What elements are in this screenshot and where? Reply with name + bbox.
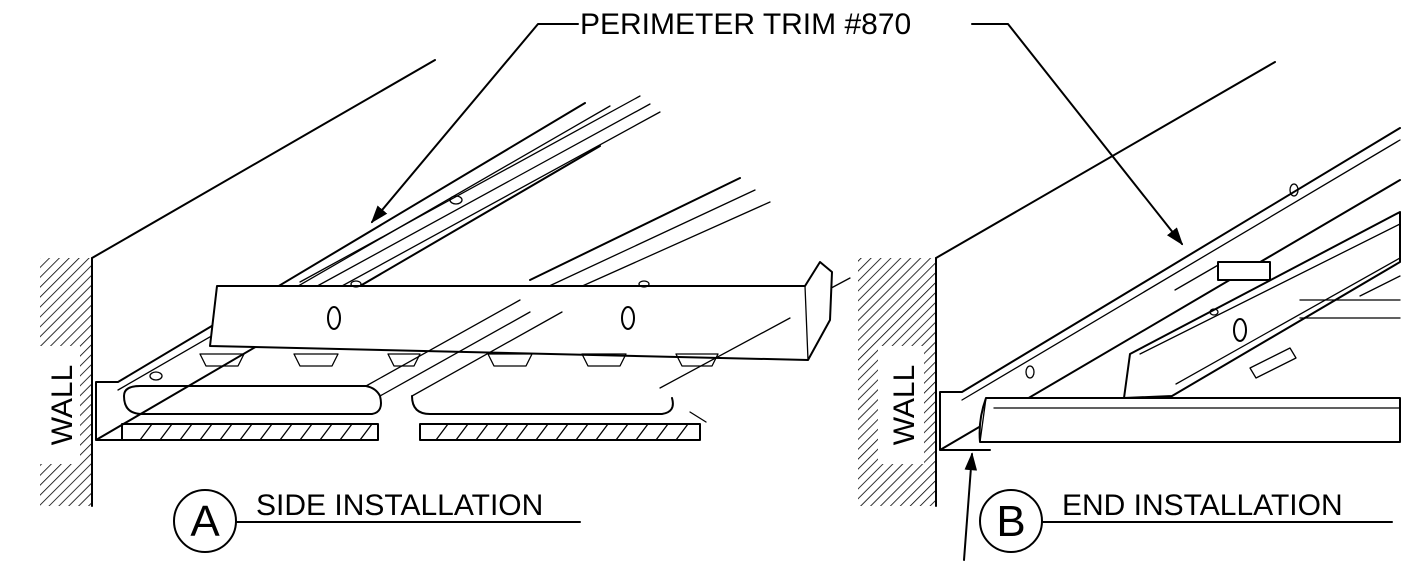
panel-clips-a [199, 353, 719, 367]
ceiling-line-a [91, 59, 436, 259]
perimeter-trim-b [939, 127, 1401, 451]
ceiling-line-b [935, 61, 1276, 259]
detail-b-title: END INSTALLATION [1062, 489, 1343, 522]
detail-b-caption: B END INSTALLATION [979, 489, 1393, 553]
wall-label-box-b [878, 346, 924, 464]
wall-label-b: WALL [888, 365, 921, 446]
wall-label-box-a [36, 346, 80, 464]
carrier-channel-a [209, 261, 833, 361]
perimeter-trim-a [95, 95, 661, 441]
slot-b1 [1233, 318, 1247, 342]
perimeter-trim-callout: PERIMETER TRIM #870 [370, 8, 1184, 246]
linear-panels-a [121, 299, 791, 441]
slot-a2 [621, 306, 635, 330]
callout-leader-b [971, 23, 1184, 246]
callout-leader-a [370, 23, 579, 224]
detail-a-caption: A SIDE INSTALLATION [173, 489, 581, 553]
slot-a1 [327, 306, 341, 330]
carrier-channel-b [1123, 211, 1401, 399]
detail-b-letter: B [996, 497, 1025, 546]
background-rail-a [529, 177, 851, 297]
trim-leader-b [963, 452, 978, 561]
detail-a-letter: A [190, 497, 220, 546]
detail-a-side-installation: WALL [36, 59, 851, 553]
detail-b-end-installation: WALL [858, 61, 1401, 561]
linear-panel-end-b [978, 397, 1401, 443]
wall-label-a: WALL [46, 365, 79, 446]
detail-a-title: SIDE INSTALLATION [256, 489, 543, 522]
callout-label: PERIMETER TRIM #870 [580, 8, 911, 41]
